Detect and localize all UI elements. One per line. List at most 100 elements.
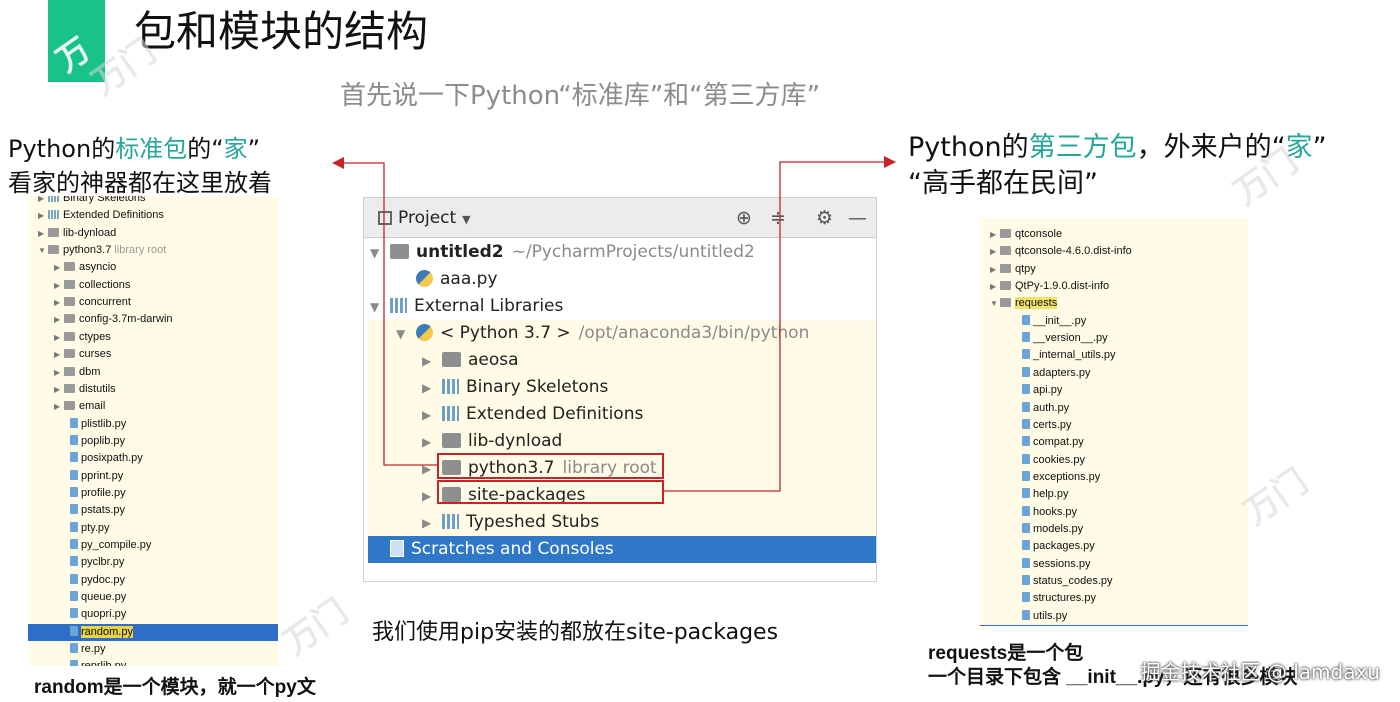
tree-item[interactable]: quopri.py	[28, 606, 278, 623]
project-tree-item[interactable]: ▶Extended Definitions	[368, 401, 876, 428]
python-file-icon	[1022, 366, 1030, 377]
project-tree-item[interactable]: ▶site-packages	[368, 482, 876, 509]
collapse-all-icon[interactable]: ≑	[770, 207, 786, 229]
expand-arrow-icon: ▶	[422, 516, 432, 530]
tree-item[interactable]: structures.py	[980, 590, 1248, 607]
page-subtitle: 首先说一下Python“标准库”和“第三方库”	[340, 81, 821, 111]
tree-item[interactable]: re.py	[28, 641, 278, 658]
folder-icon	[1000, 229, 1011, 238]
tree-item[interactable]: ▶qtpy	[980, 261, 1248, 278]
tree-item[interactable]: pyclbr.py	[28, 554, 278, 571]
tree-item[interactable]: ▶asyncio	[28, 259, 278, 276]
tree-item[interactable]: pty.py	[28, 520, 278, 537]
tree-item[interactable]: models.py	[980, 521, 1248, 538]
tree-item[interactable]: ▶qtconsole-4.6.0.dist-info	[980, 243, 1248, 260]
tree-item[interactable]: ▶email	[28, 398, 278, 415]
gear-icon[interactable]: ⚙	[816, 207, 834, 229]
tree-item[interactable]: reprlib.py	[28, 658, 278, 666]
expand-arrow-icon: ▼	[370, 246, 380, 260]
folder-icon	[64, 297, 75, 307]
tree-item-label: QtPy-1.9.0.dist-info	[1015, 280, 1110, 293]
python-file-icon	[1022, 314, 1030, 325]
scratch-icon	[390, 540, 404, 557]
tree-item-label: re.py	[81, 643, 106, 656]
tree-item[interactable]: random.py	[28, 623, 278, 641]
tree-item[interactable]: compat.py	[980, 434, 1248, 451]
tree-item[interactable]: ▶ collections	[28, 277, 278, 294]
arrow-to-stdlib	[342, 162, 437, 466]
project-tree-item-label: External Libraries	[414, 296, 564, 316]
python-file-icon	[70, 434, 78, 445]
project-tree-item[interactable]: ▼untitled2~/PycharmProjects/untitled2	[368, 239, 876, 266]
tree-item[interactable]: packages.py	[980, 538, 1248, 555]
tree-item[interactable]: plistlib.py	[28, 416, 278, 433]
tree-item[interactable]: py_compile.py	[28, 537, 278, 554]
project-tree-item[interactable]: ▶lib-dynload	[368, 428, 876, 455]
tree-item[interactable]: profile.py	[28, 485, 278, 502]
tree-item[interactable]: help.py	[980, 486, 1248, 503]
tree-item[interactable]: _internal_utils.py	[980, 347, 1248, 364]
tree-item[interactable]: __init__.py	[980, 313, 1248, 330]
tree-item[interactable]: exceptions.py	[980, 469, 1248, 486]
tree-item[interactable]: cookies.py	[980, 452, 1248, 469]
library-icon	[48, 210, 59, 220]
arrow-to-thirdparty	[664, 161, 886, 492]
project-tree-item[interactable]: ▼< Python 3.7 >/opt/anaconda3/bin/python	[368, 320, 876, 347]
project-tree-item-label: < Python 3.7 >	[440, 323, 571, 343]
tree-item[interactable]: poplib.py	[28, 433, 278, 450]
folder-icon	[1000, 298, 1011, 308]
tree-item[interactable]: ▶qtconsole	[980, 226, 1248, 243]
tree-item[interactable]: ▶curses	[28, 346, 278, 363]
expand-arrow-icon: ▶	[990, 247, 997, 257]
tree-item[interactable]: certs.py	[980, 417, 1248, 434]
project-tree-item[interactable]: ▶Binary Skeletons	[368, 374, 876, 401]
locate-icon[interactable]: ⊕	[736, 207, 752, 229]
tree-item[interactable]: sessions.py	[980, 556, 1248, 573]
tree-item-label: dbm	[79, 365, 101, 378]
tree-item[interactable]: adapters.py	[980, 365, 1248, 382]
tree-item[interactable]: status_codes.py	[980, 573, 1248, 590]
expand-arrow-icon: ▶	[54, 280, 61, 290]
tree-item[interactable]: ▶concurrent	[28, 294, 278, 311]
python-file-icon	[1022, 488, 1030, 499]
tree-item[interactable]: ▼python3.7 library root	[28, 242, 278, 259]
python-file-icon	[70, 486, 78, 497]
project-tree-item[interactable]: ▼ External Libraries	[368, 293, 876, 320]
hide-panel-icon[interactable]: —	[848, 207, 867, 229]
tree-item-label: collections	[79, 278, 131, 291]
expand-arrow-icon: ▼	[370, 300, 380, 314]
expand-arrow-icon: ▶	[422, 408, 432, 422]
tree-item[interactable]: auth.py	[980, 400, 1248, 417]
tree-item-label: pstats.py	[81, 504, 126, 517]
tree-item[interactable]: pstats.py	[28, 502, 278, 519]
project-tree-item[interactable]: Scratches and Consoles	[368, 536, 876, 563]
tree-item[interactable]: utils.py	[980, 608, 1248, 625]
tree-item[interactable]: ▶QtPy-1.9.0.dist-info	[980, 278, 1248, 295]
expand-arrow-icon: ▶	[54, 367, 61, 377]
tree-item[interactable]: ▶lib-dynload	[28, 225, 278, 242]
tree-item-label: poplib.py	[81, 434, 126, 447]
tree-item[interactable]: ▶ dbm	[28, 364, 278, 381]
tree-item[interactable]: ▶ctypes	[28, 329, 278, 346]
tree-item[interactable]: ▶Binary Skeletons	[28, 196, 278, 207]
tree-item[interactable]: posixpath.py	[28, 450, 278, 467]
python-file-icon	[70, 452, 78, 463]
project-tree-item[interactable]: ▶Typeshed Stubs	[368, 509, 876, 536]
tree-item[interactable]: api.py	[980, 382, 1248, 399]
tree-item[interactable]: queue.py	[28, 589, 278, 606]
tree-item[interactable]: ▶config-3.7m-darwin	[28, 311, 278, 328]
project-tree-item[interactable]: aaa.py	[368, 266, 876, 293]
project-view-selector[interactable]: Project▼	[378, 204, 471, 234]
tree-item[interactable]: ▶Extended Definitions	[28, 207, 278, 224]
tree-item[interactable]: ▼requests	[980, 295, 1248, 312]
tree-item[interactable]: pprint.py	[28, 468, 278, 485]
tree-item[interactable]: hooks.py	[980, 504, 1248, 521]
tree-item[interactable]: ▶distutils	[28, 381, 278, 398]
tree-item[interactable]: __version__.py	[980, 330, 1248, 347]
folder-icon	[64, 262, 75, 272]
tree-item-label: email	[79, 400, 106, 413]
tree-item[interactable]: pydoc.py	[28, 572, 278, 589]
project-tree-item[interactable]: ▶aeosa	[368, 347, 876, 374]
tree-item-label: requests	[1015, 297, 1058, 310]
stdlib-tree-screenshot: ▶Binary Skeletons▶Extended Definitions▶l…	[28, 196, 278, 666]
